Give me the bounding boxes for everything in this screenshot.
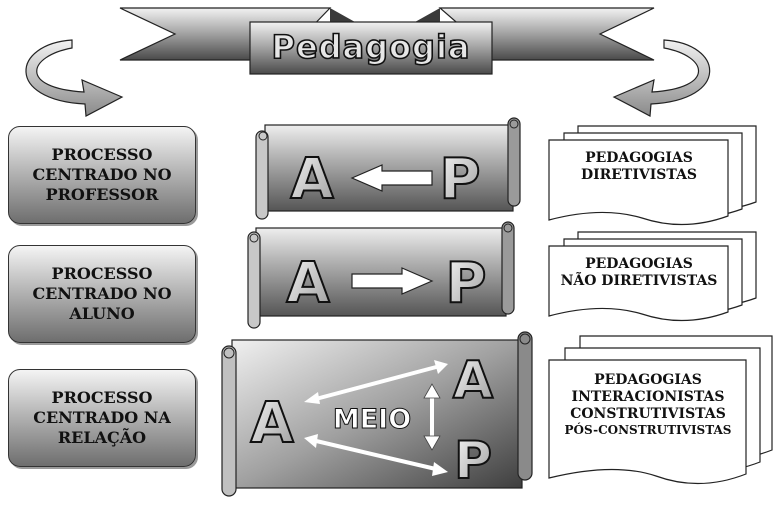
process-box-professor: PROCESSO CENTRADO NO PROFESSOR bbox=[8, 126, 196, 224]
doc-line: DIRETIVISTAS bbox=[580, 167, 698, 184]
doc-line: CONSTRUTIVISTAS bbox=[570, 406, 726, 423]
arrow-left-icon bbox=[350, 164, 433, 192]
title-banner bbox=[119, 7, 655, 75]
process-box-relacao: PROCESSO CENTRADO NA RELAÇÃO bbox=[8, 369, 196, 467]
process-box-aluno: PROCESSO CENTRADO NO ALUNO bbox=[8, 245, 196, 343]
box-line: CENTRADO NO bbox=[32, 165, 172, 184]
doc-line: PÓS-CONSTRUTIVISTAS bbox=[564, 423, 732, 438]
box-line: ALUNO bbox=[69, 304, 135, 323]
doc-text-interacionistas: PEDAGOGIAS INTERACIONISTAS CONSTRUTIVIST… bbox=[551, 372, 745, 438]
scroll-1-left-letter: A bbox=[290, 147, 334, 212]
scroll-3-left-letter: A bbox=[250, 391, 294, 456]
box-line: PROCESSO bbox=[51, 145, 153, 164]
doc-line: PEDAGOGIAS bbox=[585, 256, 693, 272]
scroll-3-top-right-letter: A bbox=[453, 351, 493, 411]
doc-stack-1 bbox=[548, 125, 757, 226]
scroll-2-right-letter: P bbox=[445, 251, 486, 316]
scroll-1-right-letter: P bbox=[439, 147, 480, 212]
doc-line: INTERACIONISTAS bbox=[571, 389, 725, 406]
doc-stack-3 bbox=[548, 335, 773, 485]
scroll-3-bottom-right-letter: P bbox=[454, 431, 492, 491]
arrow-right-icon bbox=[351, 267, 434, 295]
doc-text-diretivistas: PEDAGOGIAS DIRETIVISTAS bbox=[551, 150, 727, 184]
banner-title: Pedagogia bbox=[271, 28, 470, 66]
doc-line: PEDAGOGIAS bbox=[585, 150, 693, 166]
box-line: PROCESSO bbox=[51, 264, 153, 283]
scroll-2-left-letter: A bbox=[286, 251, 330, 316]
doc-stack-2 bbox=[548, 231, 757, 322]
box-line: PROFESSOR bbox=[45, 185, 159, 204]
doc-line: PEDAGOGIAS bbox=[594, 372, 702, 388]
doc-line: NÃO DIRETIVISTAS bbox=[560, 273, 718, 290]
doc-text-nao-diretivistas: PEDAGOGIAS NÃO DIRETIVISTAS bbox=[551, 256, 727, 290]
scroll-1 bbox=[255, 117, 521, 220]
box-line: PROCESSO bbox=[51, 388, 153, 407]
scroll-3-middle-label: MEIO bbox=[333, 404, 411, 435]
box-line: CENTRADO NA bbox=[33, 408, 171, 427]
curved-arrow-left-icon bbox=[25, 39, 124, 117]
scroll-2 bbox=[247, 221, 515, 329]
box-line: RELAÇÃO bbox=[57, 428, 147, 447]
curved-arrow-right-icon bbox=[612, 39, 711, 117]
scroll-3 bbox=[221, 331, 533, 497]
box-line: CENTRADO NO bbox=[32, 284, 172, 303]
